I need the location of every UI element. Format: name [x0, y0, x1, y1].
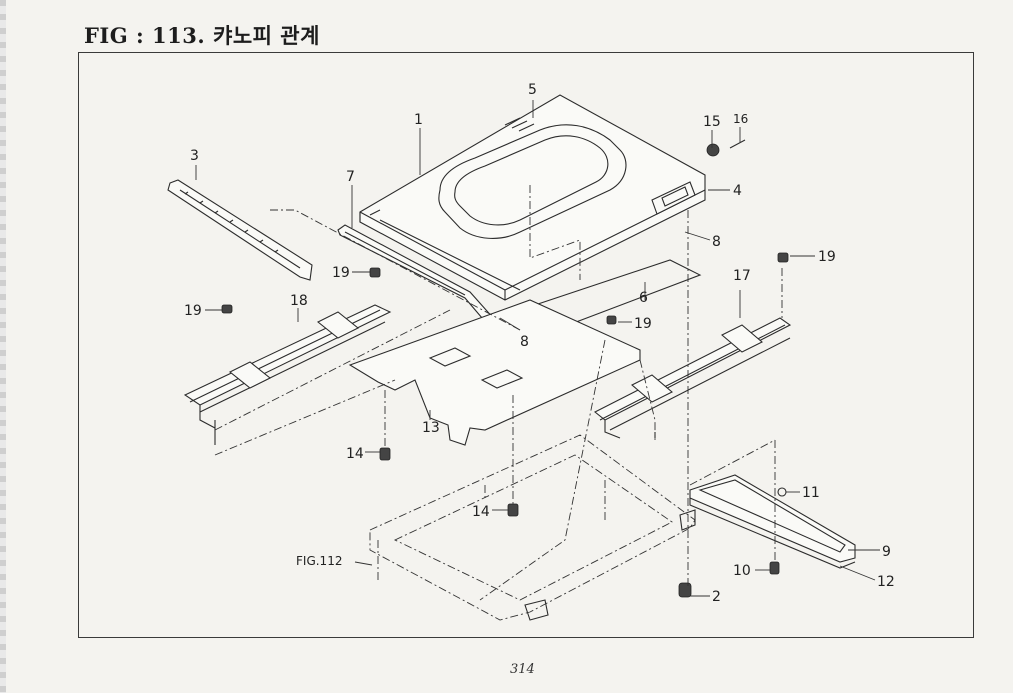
callout-14a: 14 — [346, 446, 364, 462]
part-callouts: 1 2 3 4 5 6 7 8 8 9 10 11 12 13 14 14 15… — [184, 82, 895, 605]
callout-5: 5 — [528, 82, 537, 98]
callout-13: 13 — [422, 420, 440, 436]
callout-19b: 19 — [184, 303, 202, 319]
callout-19a: 19 — [332, 265, 350, 281]
canopy-roof-panel — [359, 94, 706, 301]
page-number: 314 — [510, 662, 535, 677]
floor-plate — [348, 299, 641, 446]
base-frame-reference — [369, 434, 696, 621]
callout-15: 15 — [703, 114, 721, 130]
callout-16: 16 — [733, 112, 748, 126]
callout-4: 4 — [733, 183, 742, 199]
figure-reference: FIG.112 — [296, 554, 342, 568]
side-rail-strip — [167, 179, 313, 281]
callout-3: 3 — [190, 148, 199, 164]
left-rail-assembly — [183, 304, 392, 445]
callout-8b: 8 — [520, 334, 529, 350]
callout-9: 9 — [882, 544, 891, 560]
callout-12: 12 — [877, 574, 895, 590]
fasteners — [221, 139, 789, 598]
callout-7: 7 — [346, 169, 355, 185]
leader-lines — [195, 100, 880, 597]
page-title: FIG : 113. 캬노피 관계 — [84, 23, 320, 48]
assembly-chain-lines — [214, 185, 783, 601]
callout-6: 6 — [639, 290, 648, 306]
callout-18: 18 — [290, 293, 308, 309]
callout-14b: 14 — [472, 504, 490, 520]
callout-19d: 19 — [818, 249, 836, 265]
side-window-tray — [689, 474, 856, 569]
callout-1: 1 — [414, 112, 423, 128]
page-binding-edge — [0, 0, 6, 693]
callout-2: 2 — [712, 589, 721, 605]
callout-19c: 19 — [634, 316, 652, 332]
callout-10: 10 — [733, 563, 751, 579]
diagram-frame — [78, 52, 974, 638]
callout-17: 17 — [733, 268, 751, 284]
right-rail-assembly — [593, 317, 792, 439]
callout-11: 11 — [802, 485, 820, 501]
callout-8a: 8 — [712, 234, 721, 250]
